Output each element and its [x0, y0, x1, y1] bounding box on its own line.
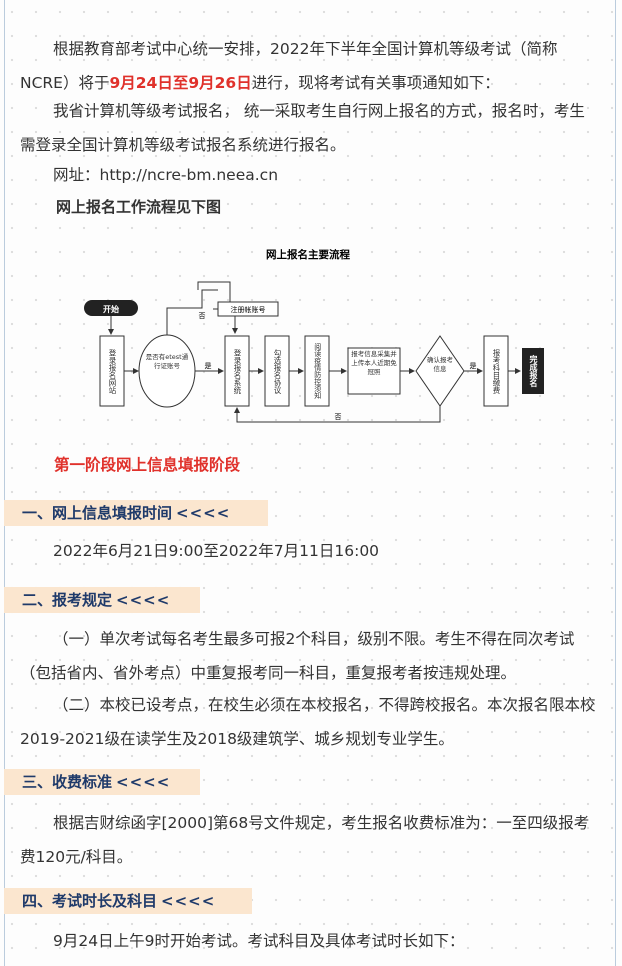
section-title-1: 一、网上信息填报时间: [22, 504, 173, 522]
flow-caption: 网上报名工作流程见下图: [56, 198, 222, 216]
decision-etest-label: 是否有etest通行证账号: [145, 353, 189, 370]
step-payment: [483, 335, 509, 407]
step-login-system-label: 登录报名系统: [233, 348, 242, 394]
section-title-4: 四、考试时长及科目: [22, 892, 158, 910]
section-header-1: 一、网上信息填报时间<<<<: [4, 500, 268, 526]
step-info-collection-label: 报考信息采集并上传本人近期免冠照: [351, 350, 397, 376]
step-login-site-label: 登录报名网站: [108, 348, 117, 394]
step-payment-label: 报考科目缴费: [492, 348, 501, 394]
content-frame: [4, 0, 616, 966]
phase-title: 第一阶段网上信息填报阶段: [54, 456, 241, 474]
exam-time-paragraph: 9月24日上午9时开始考试。考试科目及具体考试时长如下：: [53, 932, 465, 950]
intro-paragraph-2: 我省计算机等级考试报名， 统一采取考生自行网上报名的方式，报名时，考生需登录全国…: [20, 102, 585, 154]
no-label-1: 否: [199, 312, 206, 320]
decision-confirm-label: 确认报考信息: [427, 356, 453, 373]
step-agreement-label: 勾选报名协议: [273, 348, 282, 394]
registration-flowchart: 网上报名主要流程 开始 登录报名网站 是否有etest通行证账号 是 否 注册帐…: [84, 248, 544, 423]
step-info-collection: [347, 347, 401, 395]
exam-date-highlight: 9月24日至9月26日: [109, 74, 252, 92]
rule-paragraph-2: （二）本校已设考点，在校生必须在本校报名，不得跨校报名。本次报名限本校2019-…: [20, 696, 596, 748]
rule-paragraph-1: （一）单次考试每名考生最多可报2个科目，级别不限。考生不得在同次考试（包括省内、…: [20, 630, 575, 682]
flowchart-title: 网上报名主要流程: [266, 248, 350, 261]
intro-paragraph-1: 根据教育部考试中心统一安排，2022年下半年全国计算机等级考试（简称NCRE）将…: [20, 32, 600, 100]
start-node: [84, 300, 138, 316]
start-label: 开始: [103, 304, 119, 314]
section-arrows-4: <<<<: [161, 892, 216, 910]
intro-text-b: 进行，现将考试有关事项通知如下：: [251, 74, 500, 92]
registration-time: 2022年6月21日9:00至2022年7月11日16:00: [53, 542, 380, 560]
step-login-system: [224, 335, 250, 407]
yes-label-2: 是: [470, 362, 477, 370]
step-epidemic-notice: [304, 335, 330, 407]
end-node: [522, 348, 544, 394]
registration-url[interactable]: 网址：http://ncre-bm.neea.cn: [53, 166, 279, 184]
section-title-2: 二、报考规定: [22, 591, 113, 609]
section-arrows-1: <<<<: [176, 504, 231, 522]
section-arrows-3: <<<<: [116, 773, 171, 791]
section-header-4: 四、考试时长及科目<<<<: [4, 888, 252, 914]
yes-label-1: 是: [205, 362, 212, 370]
no-label-2: 否: [335, 413, 342, 421]
fee-paragraph: 根据吉财综函字[2000]第68号文件规定，考生报名收费标准为：一至四级报考费1…: [20, 814, 590, 866]
end-label: 完成报名: [529, 355, 538, 387]
step-epidemic-notice-label: 阅读疫情防控须知: [313, 343, 322, 399]
section-arrows-2: <<<<: [116, 591, 171, 609]
intro-text-a: 根据教育部考试中心统一安排，2022年下半年全国计算机等级考试（简称NCRE）将…: [20, 40, 558, 92]
section-header-3: 三、收费标准<<<<: [4, 769, 200, 795]
register-account-label: 注册帐账号: [231, 305, 266, 314]
section-header-2: 二、报考规定<<<<: [4, 587, 200, 613]
section-title-3: 三、收费标准: [22, 773, 113, 791]
